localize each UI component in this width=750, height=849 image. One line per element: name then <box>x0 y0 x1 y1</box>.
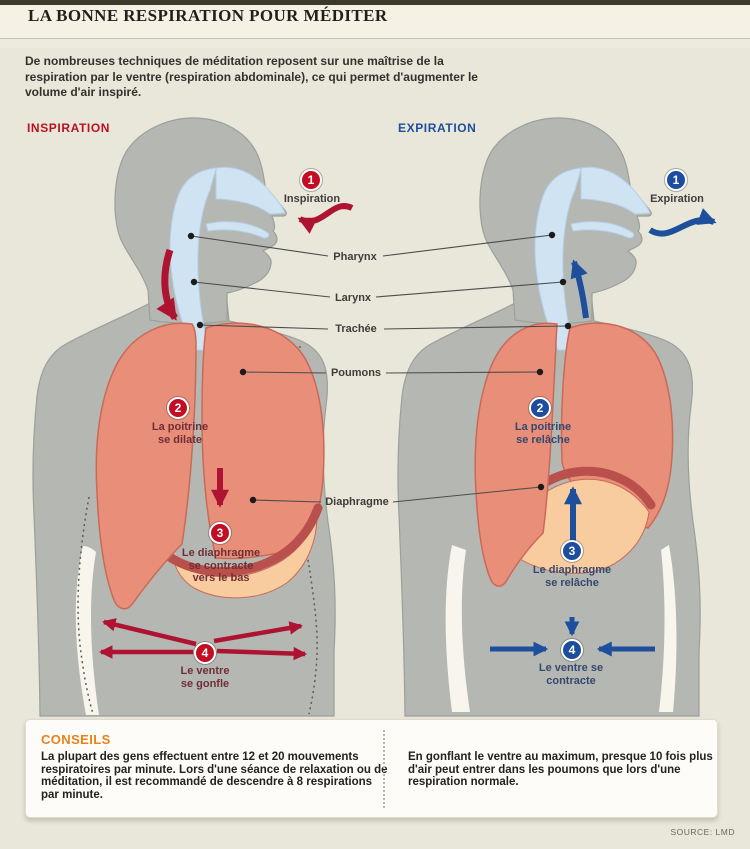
inspiration-step3-badge: 3 <box>209 522 231 544</box>
top-strip <box>0 0 750 5</box>
arm-gap-right-figure-right <box>659 545 677 712</box>
inspiration-step2-label: La poitrine se dilate <box>151 421 209 446</box>
title-band <box>0 5 750 39</box>
expiration-step4-badge: 4 <box>561 639 583 661</box>
inspiration-step2-badge: 2 <box>167 397 189 419</box>
inspiration-heading: INSPIRATION <box>27 121 111 135</box>
figure-inspiration <box>32 117 354 717</box>
source-credit: SOURCE: LMD <box>670 827 735 837</box>
arm-gap-left-figure <box>75 546 99 715</box>
inspiration-step3-label: Le diaphragme se contracte vers le bas <box>181 547 261 584</box>
label-trachee: Trachée <box>335 323 377 335</box>
exhale-arrow <box>648 208 717 237</box>
expiration-step2-badge: 2 <box>529 397 551 419</box>
inspiration-step4-label: Le ventre se gonfle <box>180 665 230 690</box>
belly-out-arrow-ur <box>213 621 303 644</box>
expiration-step1-label: Expiration <box>650 193 704 205</box>
expiration-step3-label: Le diaphragme se relâche <box>532 564 612 589</box>
lung-back-right-figure <box>560 322 674 529</box>
inspiration-step1-badge: 1 <box>300 169 322 191</box>
expiration-step4-label: Le ventre se contracte <box>538 662 604 687</box>
label-larynx: Larynx <box>334 292 372 304</box>
leader-lines <box>190 234 569 503</box>
label-pharynx: Pharynx <box>333 251 377 263</box>
label-diaphragme: Diaphragme <box>325 496 389 508</box>
inspiration-step4-badge: 4 <box>194 642 216 664</box>
expiration-step2-label: La poitrine se relâche <box>514 421 572 446</box>
figure-expiration <box>397 117 717 717</box>
label-poumons: Poumons <box>330 367 382 379</box>
conseils-box: CONSEILS La plupart des gens effectuent … <box>25 719 718 818</box>
conseils-right-text: En gonflant le ventre au maximum, presqu… <box>408 751 713 789</box>
belly-expansion-dotted-left <box>77 496 94 715</box>
belly-out-arrow-ul <box>102 618 197 647</box>
inhale-arrow <box>297 203 354 234</box>
expiration-heading: EXPIRATION <box>398 121 477 135</box>
belly-out-arrow-lr <box>216 646 308 661</box>
conseils-divider <box>383 730 385 808</box>
page-title: LA BONNE RESPIRATION POUR MÉDITER <box>28 6 388 25</box>
expiration-step3-badge: 3 <box>561 540 583 562</box>
lung-front-left-figure <box>95 322 197 610</box>
conseils-heading: CONSEILS <box>41 732 111 747</box>
inspiration-step1-label: Inspiration <box>283 193 341 205</box>
leader-dots <box>187 231 572 504</box>
belly-expansion-dotted-right <box>295 345 318 715</box>
arm-gap-right-figure-left <box>445 545 470 712</box>
diaphragm-under-left-figure <box>173 514 318 599</box>
lung-front-right-figure <box>474 322 558 587</box>
expiration-step1-badge: 1 <box>665 169 687 191</box>
title-underband <box>0 39 750 48</box>
intro-text: De nombreuses techniques de méditation r… <box>25 54 478 99</box>
air-down-throat-arrow <box>156 248 179 321</box>
diaphragm-band-left-figure <box>163 503 323 577</box>
air-up-throat-arrow <box>570 259 589 319</box>
conseils-left-text: La plupart des gens effectuent entre 12 … <box>41 751 388 801</box>
